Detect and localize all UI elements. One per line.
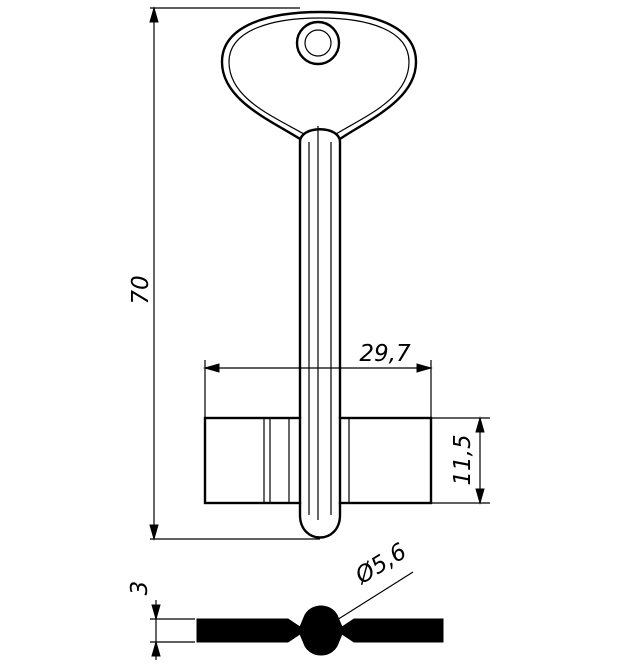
dimension-bit-height: 11,5 (431, 416, 490, 505)
dimension-bit-width: 29,7 (203, 341, 433, 418)
thickness-label: 3 (127, 581, 153, 596)
overall-length-label: 70 (128, 275, 154, 304)
bow-hole (295, 20, 341, 66)
key-bow (220, 10, 418, 141)
shank-diameter-label: Ø5,6 (350, 539, 411, 591)
bit-height-label: 11,5 (450, 434, 476, 485)
dimension-thickness: 3 (127, 581, 195, 660)
key-bit-left (203, 416, 302, 505)
key-front-view (203, 10, 433, 539)
key-shank (298, 126, 342, 539)
bit-width-label: 29,7 (359, 341, 411, 367)
key-side-view (196, 605, 444, 656)
dimension-overall-length: 70 (128, 6, 320, 541)
key-bit-right (338, 416, 433, 505)
